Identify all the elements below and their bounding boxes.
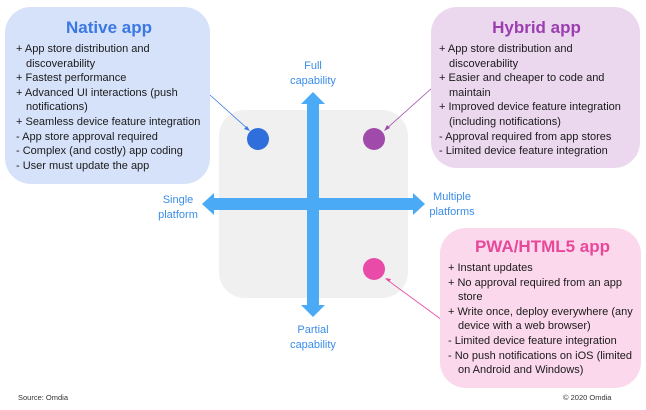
native-app-title: Native app — [66, 18, 152, 37]
hybrid-app-card: Hybrid app + App store distribution and … — [431, 7, 640, 168]
horizontal-axis-arrow — [202, 193, 425, 215]
list-item: - Limited device feature integration — [439, 145, 608, 158]
list-item: + No approval required from an app store — [448, 276, 622, 304]
copyright-note: © 2020 Omdia — [563, 393, 612, 402]
native-dot — [247, 128, 269, 150]
native-connector-arrowhead — [244, 126, 250, 131]
axis-label-left-line1: Single — [162, 194, 194, 206]
list-item: + Easier and cheaper to code and maintai… — [439, 72, 605, 99]
list-item: + App store distribution and discoverabi… — [16, 43, 150, 70]
hybrid-connector — [384, 87, 433, 131]
pwa-app-list: + Instant updates + No approval required… — [448, 261, 637, 378]
source-note: Source: Omdia — [18, 393, 69, 402]
list-item: - Approval required from app stores — [439, 130, 612, 143]
pwa-connector — [385, 278, 443, 321]
hybrid-app-title: Hybrid app — [492, 18, 581, 37]
pwa-connector-arrowhead — [385, 278, 391, 282]
pwa-app-title: PWA/HTML5 app — [474, 237, 611, 256]
list-item: - Complex (and costly) app coding — [16, 145, 183, 158]
axis-label-left: Single platform — [150, 193, 206, 223]
list-item: + Fastest performance — [16, 72, 127, 85]
axis-label-right: Multiple platforms — [422, 190, 482, 220]
pwa-app-card: PWA/HTML5 app + Instant updates + No app… — [440, 228, 641, 388]
hybrid-connector-arrowhead — [384, 125, 390, 131]
axis-label-bottom: Partial capability — [263, 323, 363, 353]
list-item: - App store approval required — [16, 130, 158, 143]
axis-label-right-line1: Multiple — [433, 191, 471, 203]
native-app-card: Native app + App store distribution and … — [5, 7, 210, 184]
axis-label-left-line2: platform — [158, 209, 198, 221]
native-connector — [209, 94, 250, 131]
axis-label-top: Full capability — [263, 59, 363, 89]
hybrid-app-list: + App store distribution and discoverabi… — [439, 42, 634, 159]
list-item: + Write once, deploy everywhere (any dev… — [448, 305, 633, 333]
list-item: + Improved device feature integration (i… — [439, 101, 621, 128]
axis-label-top-line2: capability — [290, 75, 336, 87]
axis-label-bottom-line2: capability — [290, 339, 336, 351]
list-item: + App store distribution and discoverabi… — [439, 43, 573, 70]
list-item: + Instant updates — [448, 262, 533, 274]
native-app-list: + App store distribution and discoverabi… — [16, 42, 202, 173]
axis-label-top-line1: Full — [304, 60, 322, 72]
list-item: + Advanced UI interactions (push notific… — [16, 86, 178, 114]
hybrid-dot — [363, 128, 385, 150]
list-item: + Seamless device feature integration — [16, 115, 201, 128]
axis-label-bottom-line1: Partial — [297, 324, 329, 336]
pwa-dot — [363, 258, 385, 280]
list-item: - Limited device feature integration — [448, 334, 617, 347]
list-item: - No push notifications on iOS (limited … — [448, 349, 633, 377]
axis-label-right-line2: platforms — [429, 206, 475, 218]
list-item: - User must update the app — [16, 159, 150, 172]
